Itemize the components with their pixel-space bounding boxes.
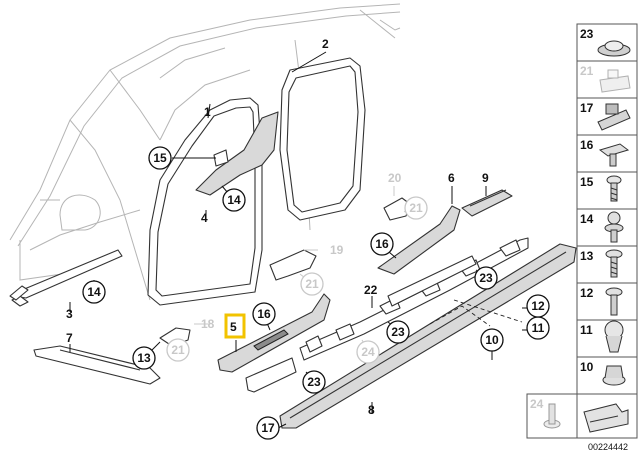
callout-8[interactable]: 8 [368,403,375,417]
legend-num-23: 23 [580,27,594,41]
entrance-sill-plate[interactable] [217,293,331,373]
callout-circle-13[interactable]: 13 [132,346,156,370]
svg-text:10: 10 [485,333,499,347]
callout-circle-23b[interactable]: 23 [386,320,410,344]
callout-2[interactable]: 2 [322,37,329,51]
legend-num-13: 13 [580,249,594,263]
callout-9[interactable]: 9 [482,171,489,185]
callout-circle-17[interactable]: 17 [256,416,280,440]
callout-circle-21c[interactable]: 21 [404,196,428,220]
legend-num-10: 10 [580,360,594,374]
svg-text:23: 23 [391,325,405,339]
svg-text:21: 21 [409,201,423,215]
callout-19[interactable]: 19 [330,243,344,257]
svg-text:16: 16 [257,307,271,321]
screw-15-icon [606,175,622,202]
callout-circle-11[interactable]: 11 [526,316,550,340]
svg-text:16: 16 [375,237,389,251]
legend-cell-12[interactable] [576,282,638,321]
svg-text:21: 21 [305,277,319,291]
callout-3[interactable]: 3 [66,307,73,321]
clip-24-icon [543,403,561,429]
callout-labels: 1 2 3 4 6 7 8 9 22 18 19 20 [66,37,489,417]
legend-num-16: 16 [580,138,594,152]
callout-1[interactable]: 1 [204,105,211,119]
svg-text:23: 23 [479,271,493,285]
callout-5-highlighted[interactable]: 5 [224,313,246,339]
expanding-clip-icon [598,143,630,167]
side-sill-cover[interactable] [279,243,577,429]
legend-num-15: 15 [580,175,594,189]
svg-text:21: 21 [171,343,185,357]
callout-6[interactable]: 6 [448,171,455,185]
svg-text:14: 14 [87,285,101,299]
legend-cell-13[interactable] [576,245,638,284]
svg-text:12: 12 [531,299,545,313]
legend-num-12: 12 [580,286,594,300]
plug-10-icon [602,365,626,386]
legend-cell-21[interactable] [576,60,638,99]
svg-text:17: 17 [261,421,275,435]
callout-circle-16b[interactable]: 16 [252,302,276,326]
direction-arrow-icon [583,403,629,433]
plastic-clip-icon [597,103,631,131]
guide-lines [429,299,523,327]
clip-nut-icon [599,69,631,93]
callout-circle-12[interactable]: 12 [526,294,550,318]
legend-num-21: 21 [580,64,594,78]
b-pillar-trim[interactable] [195,111,279,196]
svg-text:23: 23 [307,375,321,389]
fastener-legend: 23 21 17 16 15 14 13 12 11 10 24 [526,23,638,452]
legend-num-24: 24 [530,397,544,411]
svg-text:13: 13 [137,351,151,365]
screw-12-icon [605,287,623,316]
trim-bracket-9[interactable] [461,189,513,217]
callout-circle-23a[interactable]: 23 [474,266,498,290]
callout-circle-21b[interactable]: 21 [300,272,324,296]
callout-circle-24[interactable]: 24 [356,340,380,364]
callout-circle-14a[interactable]: 14 [222,188,246,212]
callout-22[interactable]: 22 [364,283,378,297]
circled-callouts: 15 14 14 16 16 13 17 23 23 23 10 11 12 2… [82,146,550,440]
small-clip-left[interactable] [9,285,29,301]
callout-circle-16a[interactable]: 16 [370,232,394,256]
callout-circle-21a[interactable]: 21 [166,338,190,362]
sill-strip-left[interactable] [11,249,123,307]
callout-20[interactable]: 20 [388,171,402,185]
callout-5[interactable]: 5 [230,320,237,334]
document-number: 00224442 [588,442,628,452]
callout-circle-10[interactable]: 10 [480,328,504,352]
callout-18[interactable]: 18 [201,317,215,331]
grommet-icon [597,40,631,57]
svg-text:15: 15 [153,151,167,165]
legend-num-11: 11 [580,323,593,337]
screw-13-icon [605,249,623,278]
callout-circle-23c[interactable]: 23 [302,370,326,394]
screw-14-icon [604,211,624,243]
front-door-seal[interactable] [147,97,263,306]
legend-num-17: 17 [580,101,594,115]
callout-7[interactable]: 7 [66,331,73,345]
callout-circle-14b[interactable]: 14 [82,280,106,304]
svg-text:11: 11 [532,321,545,335]
callout-circle-15[interactable]: 15 [148,146,172,170]
callout-4[interactable]: 4 [201,211,208,225]
legend-num-14: 14 [580,212,594,226]
rear-door-seal[interactable] [279,57,366,221]
car-body-outline [9,3,401,301]
rear-sill-plate[interactable] [377,205,461,275]
expanding-rivet-11-icon [604,320,624,353]
svg-text:14: 14 [227,193,241,207]
svg-text:24: 24 [361,345,375,359]
mounting-rail-22[interactable] [245,237,529,393]
sill-cover-7[interactable] [33,345,161,385]
